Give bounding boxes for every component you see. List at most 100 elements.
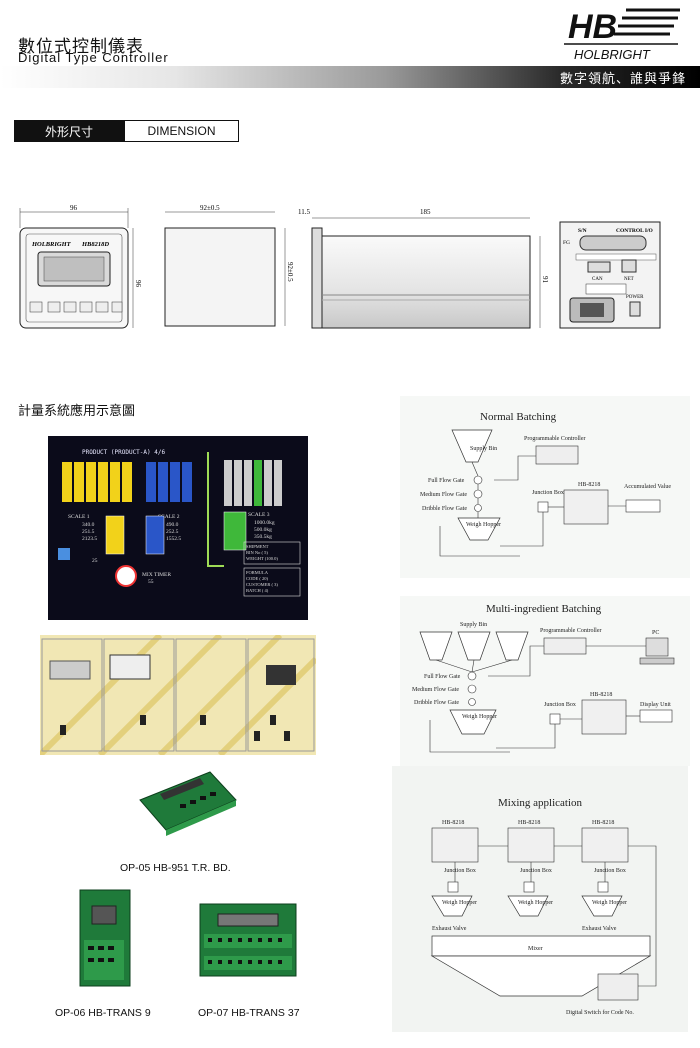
op07-board-image bbox=[199, 903, 297, 977]
formula-4: BATCH ( 4) bbox=[246, 588, 269, 593]
op07-caption: OP-07 HB-TRANS 37 bbox=[198, 1007, 300, 1019]
normal-acc: Accumulated Value bbox=[624, 484, 671, 490]
mix-junction-2: Junction Box bbox=[520, 868, 552, 874]
normal-weigh: Weigh Hopper bbox=[466, 522, 501, 528]
scale1-val-3: 2123.5 bbox=[82, 536, 97, 542]
multi-title: Multi-ingredient Batching bbox=[486, 603, 602, 615]
op06-board-image bbox=[79, 889, 131, 987]
mix-timer-val: 55 bbox=[148, 579, 154, 585]
mix-hb-2: HB-8218 bbox=[518, 820, 540, 826]
mix-junction-3: Junction Box bbox=[594, 868, 626, 874]
dim-side-height: 91 bbox=[541, 276, 549, 284]
mixing-title: Mixing application bbox=[498, 797, 583, 809]
logo-mark: HB bbox=[568, 8, 617, 46]
rear-net: NET bbox=[624, 277, 634, 282]
dimension-drawings: 96 HOLBRIGHT HB8218D 96 92±0.5 92±0.5 11… bbox=[19, 204, 661, 329]
normal-junction: Junction Box bbox=[532, 490, 564, 496]
scale3-bins bbox=[224, 460, 282, 506]
op05-board-image bbox=[139, 771, 237, 836]
mix-weigh-1: Weigh Hopper bbox=[442, 900, 477, 906]
normal-supply: Supply Bin bbox=[470, 446, 497, 452]
holbright-logo: HB HOLBRIGHT bbox=[564, 8, 680, 62]
rear-ctrl: CONTROL I/O bbox=[616, 228, 654, 234]
rear-power: POWER bbox=[626, 295, 644, 300]
mixing-unit-2: HB-8218 Junction Box Weigh Hopper bbox=[507, 820, 555, 917]
normal-dribble: Dribble Flow Gate bbox=[422, 506, 467, 512]
multi-plc: Programmable Controller bbox=[540, 628, 602, 634]
panel-cutout-drawing: 92±0.5 92±0.5 bbox=[164, 204, 294, 327]
logo-text: HOLBRIGHT bbox=[574, 47, 651, 62]
section-application-title: 計量系統應用示意圖 bbox=[18, 404, 136, 419]
op05-caption: OP-05 HB-951 T.R. BD. bbox=[120, 862, 231, 874]
scale1-bins bbox=[62, 462, 132, 502]
mixer-label: Mixer bbox=[528, 946, 543, 952]
normal-hb: HB-8218 bbox=[578, 482, 600, 488]
formula-3: CUSTOMER ( 3) bbox=[246, 582, 278, 587]
mix-timer-label: MIX TIMER bbox=[142, 572, 171, 578]
rear-view-drawing: S/N CONTROL I/O FG CAN NET POWER bbox=[559, 221, 661, 329]
dim-front-width: 96 bbox=[70, 204, 78, 212]
mix-weigh-2: Weigh Hopper bbox=[518, 900, 553, 906]
scale2-val-3: 1552.5 bbox=[166, 536, 181, 542]
multi-medium: Medium Flow Gate bbox=[412, 687, 459, 693]
shipment-3: WEIGHT (100.0) bbox=[246, 556, 278, 561]
normal-batching-diagram: Normal Batching Supply Bin Programmable … bbox=[400, 396, 690, 578]
multi-batching-diagram: Multi-ingredient Batching Supply Bin Pro… bbox=[400, 596, 690, 766]
shipment-1: SHIPMENT bbox=[246, 544, 269, 549]
front-view-drawing: 96 HOLBRIGHT HB8218D 96 bbox=[19, 204, 142, 329]
scale2-bins bbox=[146, 462, 192, 502]
mix-weigh-3: Weigh Hopper bbox=[592, 900, 627, 906]
scale2-label: SCALE 2 bbox=[158, 514, 180, 520]
mix-hb-1: HB-8218 bbox=[442, 820, 464, 826]
formula-2: CODE ( 20) bbox=[246, 576, 268, 581]
mixing-diagram: Mixing application HB-8218 Junction Box … bbox=[392, 766, 688, 1032]
normal-full: Full Flow Gate bbox=[428, 478, 465, 484]
screen-header: PRODUCT (PRODUCT-A) 4/6 bbox=[82, 449, 165, 456]
multi-hb: HB-8218 bbox=[590, 692, 612, 698]
mix-exhaust-3: Exhaust Valve bbox=[582, 926, 617, 932]
rear-fg: FG bbox=[563, 240, 570, 246]
digital-switch-label: Digital Switch for Code No. bbox=[566, 1009, 634, 1016]
multi-supply: Supply Bin bbox=[460, 622, 487, 628]
multi-weigh: Weigh Hopper bbox=[462, 714, 497, 720]
scale1-val-1: 340.0 bbox=[82, 522, 95, 528]
page-title-en: Digital Type Controller bbox=[18, 50, 169, 65]
mixing-unit-3: HB-8218 Junction Box Weigh Hopper Exhaus… bbox=[581, 820, 629, 932]
header-gradient-bar bbox=[0, 66, 700, 88]
mixing-unit-1: HB-8218 Junction Box Weigh Hopper Exhaus… bbox=[431, 820, 479, 932]
shipment-2: BIN No ( 5) bbox=[246, 550, 268, 555]
dim-side-bezel: 11.5 bbox=[298, 208, 310, 216]
mix-junction-1: Junction Box bbox=[444, 868, 476, 874]
scale1-val-2: 251.5 bbox=[82, 529, 95, 535]
rear-sn: S/N bbox=[578, 228, 587, 234]
op06-caption: OP-06 HB-TRANS 9 bbox=[55, 1007, 151, 1019]
multi-pc: PC bbox=[652, 630, 659, 636]
mix-exhaust-1: Exhaust Valve bbox=[432, 926, 467, 932]
front-model: HB8218D bbox=[81, 241, 109, 248]
scale3-val-1: 1000.0kg bbox=[254, 520, 275, 526]
normal-plc: Programmable Controller bbox=[524, 436, 586, 442]
scale1-label: SCALE 1 bbox=[68, 514, 90, 520]
rear-can: CAN bbox=[592, 277, 603, 282]
scale3-val-2: 500.0kg bbox=[254, 527, 272, 533]
dimension-tab-cn: 外形尺寸 bbox=[14, 120, 124, 142]
multi-full: Full Flow Gate bbox=[424, 674, 461, 680]
dim-side-length: 185 bbox=[420, 208, 431, 216]
side-view-drawing: 11.5 185 91 bbox=[298, 208, 549, 329]
header-slogan: 數字領航、誰與爭鋒 bbox=[559, 72, 686, 87]
dim-panel-height: 92±0.5 bbox=[286, 262, 294, 282]
front-brand: HOLBRIGHT bbox=[31, 241, 72, 248]
normal-title: Normal Batching bbox=[480, 411, 557, 423]
screen-left-val: 25 bbox=[92, 558, 98, 564]
scale3-label: SCALE 3 bbox=[248, 512, 270, 518]
scale3-val-3: 350.5kg bbox=[254, 534, 272, 540]
page-title-cn: 數位式控制儀表 bbox=[18, 37, 144, 57]
multi-dribble: Dribble Flow Gate bbox=[414, 700, 459, 706]
scale2-val-2: 252.5 bbox=[166, 529, 179, 535]
dim-front-height: 96 bbox=[134, 280, 142, 288]
multi-junction: Junction Box bbox=[544, 702, 576, 708]
hmi-screen-image: PRODUCT (PRODUCT-A) 4/6 SCALE 1 340.0 25… bbox=[48, 436, 308, 620]
dim-panel-width: 92±0.5 bbox=[200, 204, 220, 212]
formula-1: FORMULA bbox=[246, 570, 269, 575]
mix-hb-3: HB-8218 bbox=[592, 820, 614, 826]
